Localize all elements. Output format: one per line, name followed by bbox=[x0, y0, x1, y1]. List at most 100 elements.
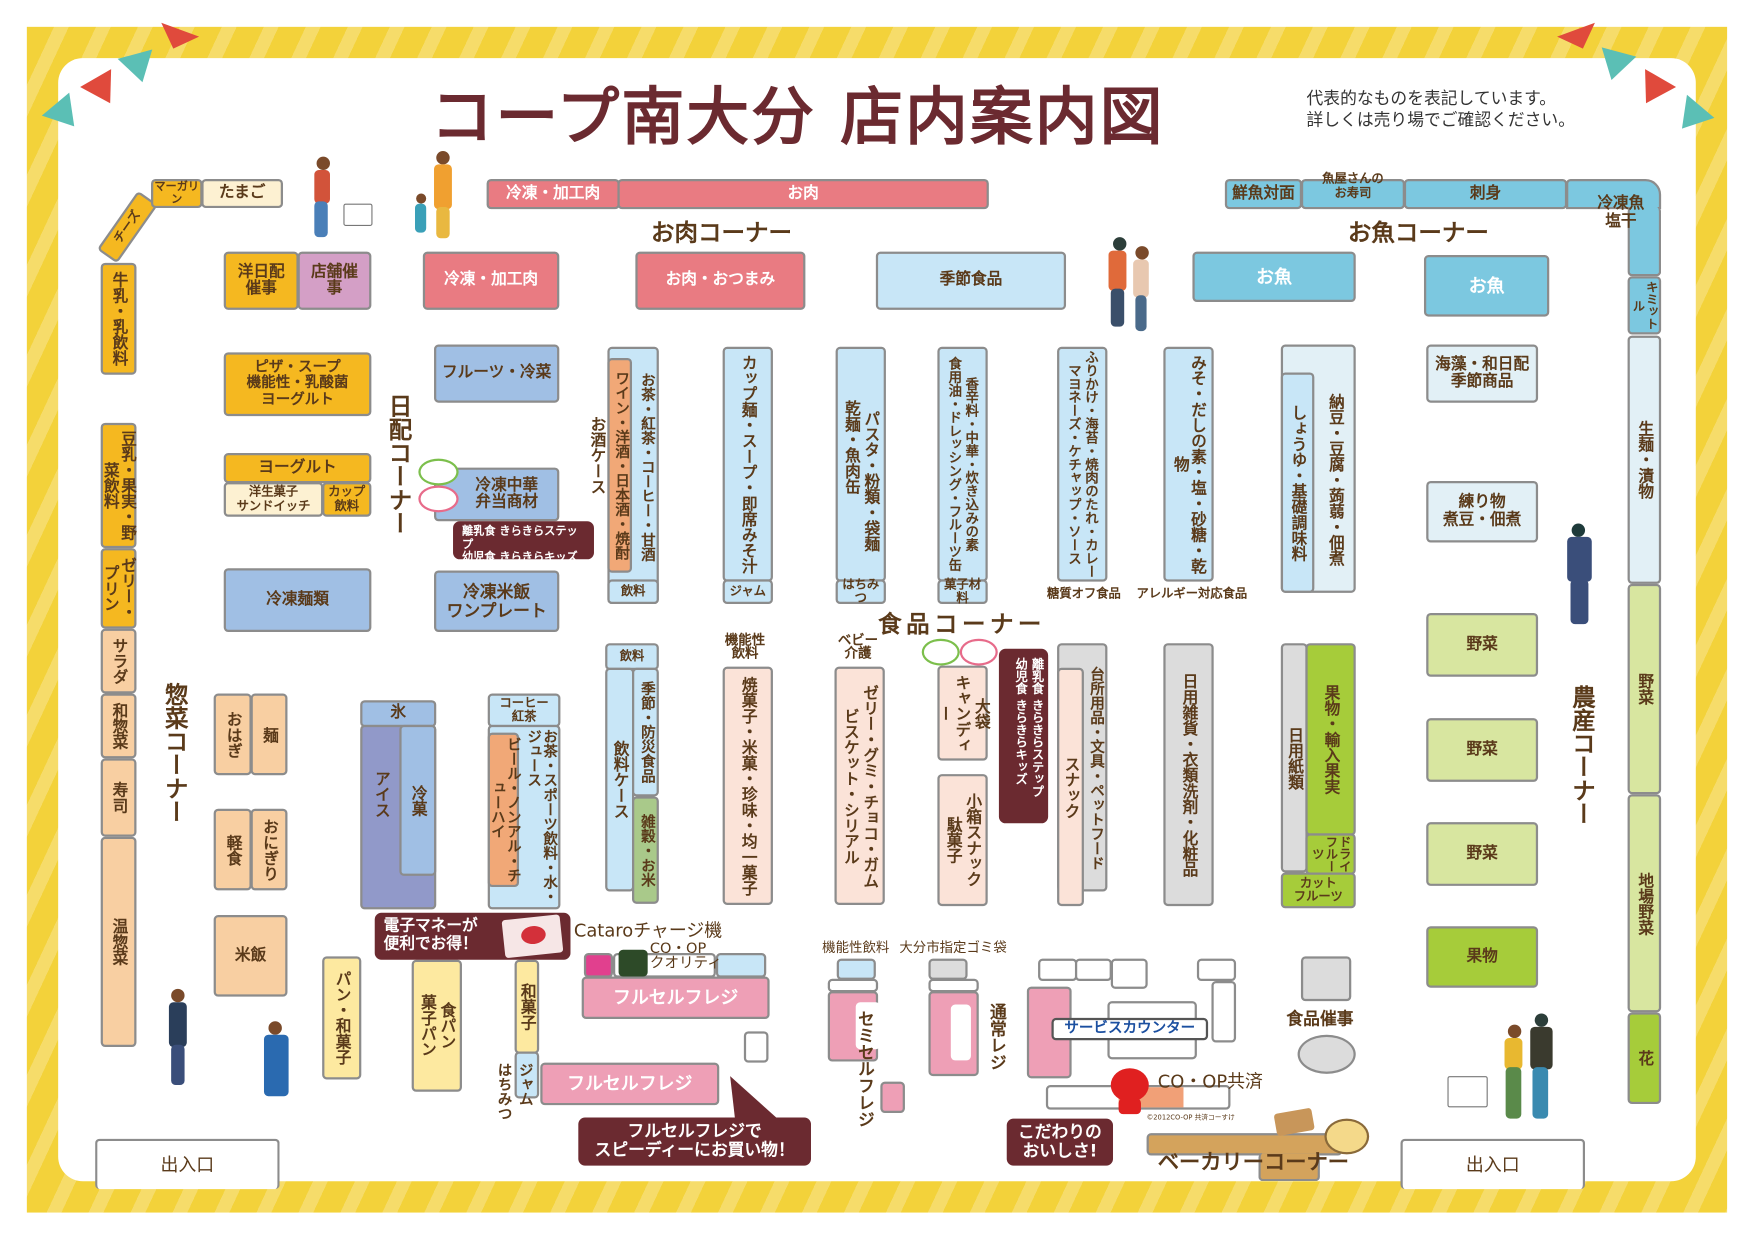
shelf-vegetables-3: 野菜 bbox=[1426, 822, 1539, 886]
shelf-seaweed: 海藻・和日配季節商品 bbox=[1426, 344, 1539, 403]
label: 離乳食 きらきらステップ bbox=[1030, 657, 1045, 798]
aisle-wine: ワイン・洋酒・日本酒・焼酎 bbox=[607, 357, 633, 573]
full-self-callout: フルセルフレジでスピーディーにお買い物！ bbox=[578, 1117, 811, 1166]
service-counter-sign[interactable]: サービスカウンター bbox=[1051, 1017, 1209, 1041]
label: ふりかけ・海苔・焼肉のたれ・カレー bbox=[1083, 350, 1100, 579]
shelf-ohagi: おはぎ bbox=[213, 693, 252, 776]
register-notch bbox=[855, 1002, 881, 1050]
note-line-1: 代表的なものを表記しています。 bbox=[1306, 88, 1557, 109]
corner-label-meat: お肉コーナー bbox=[651, 219, 792, 247]
shelf-sushi: 寿司 bbox=[100, 758, 137, 837]
service-desk bbox=[1110, 958, 1148, 989]
entrance-left[interactable]: 出入口 bbox=[95, 1138, 280, 1190]
shelf-kimittle: キミットル bbox=[1627, 276, 1662, 335]
label: 塩干 bbox=[1605, 212, 1637, 231]
shelf-daily-goods: 日用雑貨・衣類洗剤・化粧品 bbox=[1163, 643, 1214, 907]
shopper-icon bbox=[162, 988, 201, 1090]
label: パスタ・粉類・袋麺 bbox=[862, 410, 881, 552]
corner-label-daily: 日配コーナー bbox=[385, 393, 413, 535]
aisle-furikake: ふりかけ・海苔・焼肉のたれ・カレーマヨネーズ・ケチャップ・ソース bbox=[1057, 346, 1108, 582]
entrance-right[interactable]: 出入口 bbox=[1400, 1138, 1586, 1190]
shelf-wa-souzai: 和惣菜 bbox=[100, 693, 137, 759]
note-line-2: 詳しくは売り場でご確認ください。 bbox=[1306, 109, 1576, 130]
label: フルセルフレジで bbox=[627, 1120, 762, 1141]
shelf-small bbox=[715, 953, 767, 978]
label-functional-drinks: 機能性飲料 bbox=[725, 633, 765, 660]
shelf-nerimono: 練り物煮豆・佃煮 bbox=[1426, 480, 1539, 543]
shelf-soy-milk: 豆乳・果実・野菜飲料 bbox=[100, 422, 137, 549]
shelf-yogurt: ヨーグルト bbox=[223, 453, 372, 484]
page-title: コープ南大分 店内案内図 bbox=[430, 81, 1165, 155]
shelf-light-meal: 軽食 bbox=[213, 808, 252, 891]
shelf-eggs: たまご bbox=[201, 178, 284, 209]
kirakira-sticker-icon bbox=[959, 638, 998, 666]
shelf-frozen-sweets: 冷菓 bbox=[399, 724, 437, 876]
bakery-shelf-side bbox=[1258, 1153, 1320, 1182]
shelf-jelly-biscuit: ゼリー・グミ・チョコ・ガムビスケット・シリアル bbox=[834, 666, 885, 905]
shelf-local-vegetables: 地場野菜 bbox=[1627, 794, 1662, 1013]
shelf-grains: 雑穀・お米 bbox=[632, 796, 659, 904]
label: ピザ・スープ bbox=[254, 359, 341, 376]
label-food-event: 食品催事 bbox=[1286, 1008, 1354, 1030]
label-functional-drinks-2: 機能性飲料 bbox=[822, 939, 890, 956]
label-regular-register: 通常レジ bbox=[987, 1003, 1008, 1071]
label: 大袋 bbox=[972, 697, 991, 729]
shelf-frozen-rice: 冷凍米飯ワンプレート bbox=[434, 570, 560, 633]
shelf-candy: 大袋キャンディー bbox=[936, 665, 991, 761]
shelf-jam bbox=[514, 1051, 540, 1099]
shelf-frozen-fish-side bbox=[1627, 206, 1662, 277]
shelf-small-snack: 小箱スナック駄菓子 bbox=[937, 774, 988, 907]
shelf-wagashi: 和菓子 bbox=[514, 959, 540, 1054]
shelf-rice: 米飯 bbox=[213, 915, 288, 997]
corner-label-bakery: ベーカリーコーナー bbox=[1157, 1149, 1350, 1175]
shelf-fruit-frozen: フルーツ・冷菜 bbox=[434, 344, 560, 403]
label: 冷凍中華 bbox=[475, 476, 539, 494]
shelf-bread: 食パン菓子パン bbox=[411, 959, 462, 1092]
shelf-drink-case: 飲料ケース bbox=[605, 667, 635, 892]
shelf-seasonal: 季節食品 bbox=[875, 251, 1067, 310]
label: 飲料 bbox=[731, 645, 759, 662]
cataro-charger[interactable] bbox=[583, 953, 613, 978]
label: コーヒー bbox=[499, 695, 549, 711]
label: カップ bbox=[328, 484, 366, 500]
label: ジャム bbox=[515, 1062, 533, 1107]
coosuke-mascot-icon bbox=[1118, 1098, 1141, 1115]
label: こだわりの bbox=[1017, 1121, 1102, 1143]
label: 機能性・乳酸菌 bbox=[246, 375, 349, 392]
label: 冷凍米飯 bbox=[463, 581, 531, 602]
label: スピーディーにお買い物！ bbox=[594, 1140, 795, 1161]
label: サンドイッチ bbox=[236, 498, 311, 513]
label: 香辛料・中華・炊き込みの素 bbox=[963, 376, 980, 552]
label: 離乳食 きらきらステップ bbox=[461, 525, 578, 551]
label: ゼリー・グミ・チョコ・ガム bbox=[861, 684, 880, 888]
label: 魚屋さんの bbox=[1322, 171, 1384, 187]
shelf-frozen-noodles: 冷凍麺類 bbox=[223, 568, 372, 633]
label: 小箱スナック bbox=[964, 793, 983, 888]
label-garbage-bags: 大分市指定ゴミ袋 bbox=[899, 939, 1007, 956]
shelf-frozen-meat: 冷凍・加工肉 bbox=[422, 251, 560, 310]
kirakira-sticker-icon bbox=[418, 458, 459, 486]
label: 介護 bbox=[844, 645, 872, 662]
label-jam-honey: ジャムはちみつ bbox=[492, 1063, 535, 1121]
semi-self-register-small[interactable] bbox=[880, 1081, 905, 1114]
shelf-drinks-top: 飲料 bbox=[605, 643, 659, 671]
shelf-fish-2: お魚 bbox=[1423, 255, 1550, 317]
shelf-western-event: 洋日配催事 bbox=[223, 251, 299, 310]
shelf-coffee: コーヒー紅茶 bbox=[487, 693, 561, 728]
baby-food-callout-2: 離乳食 きらきらステップ幼児食 きらきらキッズ bbox=[998, 648, 1049, 824]
label: 菓子パン bbox=[418, 994, 437, 1058]
shelf-vegetables-2: 野菜 bbox=[1426, 718, 1539, 782]
label: カット bbox=[1299, 875, 1337, 891]
bakery-callout: こだわりのおいしさ! bbox=[1006, 1118, 1114, 1166]
corner-label-food: 食品コーナー bbox=[878, 610, 1046, 638]
food-event-round-table bbox=[1297, 1034, 1356, 1074]
kirakira-sticker-icon bbox=[921, 638, 960, 666]
shelf-sashimi: 刺身 bbox=[1403, 178, 1568, 210]
full-self-register-2[interactable]: フルセルフレジ bbox=[540, 1062, 720, 1106]
service-desk bbox=[1074, 958, 1112, 982]
label-ice-cream: アイス bbox=[372, 770, 391, 818]
full-self-register-1[interactable]: フルセルフレジ bbox=[581, 976, 770, 1020]
aisle-oil: 香辛料・中華・炊き込みの素食用油・ドレッシング・フルーツ缶 bbox=[937, 346, 988, 582]
register-stand bbox=[743, 1031, 769, 1063]
